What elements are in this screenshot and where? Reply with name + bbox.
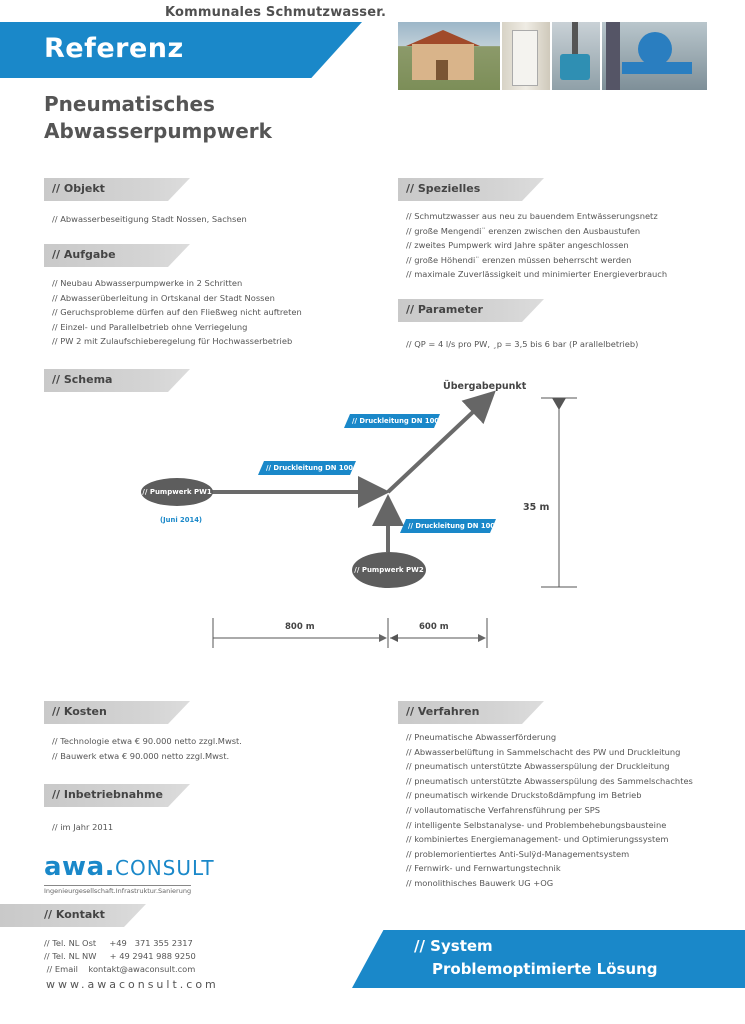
section-heading-label: // Inbetriebnahme [52, 788, 163, 801]
footer-banner-line1: // System [414, 937, 493, 955]
pipe-label-pw2: // Druckleitung DN 100 [400, 519, 496, 533]
list-item: // kombiniertes Energiemanagement- und O… [406, 834, 669, 845]
inbetriebnahme-text: // im Jahr 2011 [52, 820, 113, 835]
section-heading-kosten: // Kosten [44, 701, 190, 724]
list-item: // vollautomatische Verfahrensführung pe… [406, 804, 601, 815]
reference-banner-label: Referenz [44, 33, 184, 64]
list-item: // Einzel- und Parallelbetrieb ohne Verr… [52, 321, 248, 332]
list-item: // PW 2 mit Zulaufschieberegelung für Ho… [52, 336, 293, 347]
list-item: // intelligente Selbstanalyse- und Probl… [406, 819, 667, 830]
list-item: // Neubau Abwasserpumpwerke in 2 Schritt… [52, 278, 243, 288]
section-heading-label: // Aufgabe [52, 248, 116, 261]
pumpwerk-pw1: // Pumpwerk PW1 [141, 478, 213, 506]
pipe-label-pw1: // Druckleitung DN 100 [258, 461, 356, 475]
logo-tagline: Ingenieurgesellschaft.Infrastruktur.Sani… [44, 885, 192, 895]
pipeline-main [386, 390, 496, 494]
aufgabe-list: // Neubau Abwasserpumpwerke in 2 Schritt… [52, 276, 302, 349]
pumpwerk-pw2: // Pumpwerk PW2 [352, 552, 426, 588]
list-item: // große Mengendi¨ erenzen zwischen den … [406, 225, 641, 236]
objekt-text: // Abwasserbeseitigung Stadt Nossen, Sac… [52, 212, 247, 227]
footer-banner: // System Problemoptimierte Lösung [352, 930, 745, 988]
section-heading-label: // Schema [52, 373, 113, 386]
photo-valves [602, 22, 707, 90]
list-item: // Geruchsprobleme dürfen auf den Fließw… [52, 307, 302, 318]
section-heading-label: // Spezielles [406, 182, 481, 195]
list-item: // problemorientiertes Anti-Sulÿd-Manage… [406, 848, 630, 859]
photo-building [398, 22, 500, 90]
photo-compressor [552, 22, 600, 90]
page-title-line2: Abwasserpumpwerk [44, 119, 272, 143]
footer-banner-line2: Problemoptimierte Lösung [432, 960, 658, 978]
list-item: // im Jahr 2011 [52, 822, 114, 832]
category-label: Kommunales Schmutzwasser. [165, 5, 387, 20]
list-item: // Pneumatische Abwasserförderung [406, 732, 557, 742]
list-item: // zweites Pumpwerk wird Jahre später an… [406, 240, 629, 251]
list-item: // maximale Zuverlässigkeit und minimier… [406, 269, 668, 280]
page-title: Pneumatisches Abwasserpumpwerk [44, 91, 272, 145]
company-logo: awa.CONSULT Ingenieurgesellschaft.Infras… [44, 852, 215, 895]
list-item: // QP = 4 l/s pro PW, ¸p = 3,5 bis 6 bar… [406, 339, 639, 349]
photo-control-cabinet [502, 22, 550, 90]
verfahren-list: // Pneumatische Abwasserförderung // Abw… [406, 730, 693, 891]
section-heading-label: // Kontakt [44, 908, 105, 921]
list-item: // Schmutzwasser aus neu zu bauendem Ent… [406, 211, 658, 221]
section-heading-label: // Verfahren [406, 705, 480, 718]
list-item: // Abwasserbelüftung in Sammelschacht de… [406, 746, 681, 757]
section-heading-objekt: // Objekt [44, 178, 190, 201]
contact-phone-ost: // Tel. NL Ost +49 371 355 2317 [44, 938, 193, 948]
list-item: // pneumatisch unterstützte Abwasserspül… [406, 761, 670, 772]
section-heading-label: // Kosten [52, 705, 107, 718]
section-heading-spezielles: // Spezielles [398, 178, 544, 201]
contact-email: // Email kontakt@awaconsult.com [44, 964, 196, 974]
list-item: // pneumatisch wirkende Druckstoßdämpfun… [406, 790, 642, 801]
website-link[interactable]: www.awaconsult.com [46, 978, 219, 991]
section-heading-kontakt: // Kontakt [0, 904, 146, 927]
list-item: // monolithisches Bauwerk UG +OG [406, 877, 554, 888]
logo-consult: CONSULT [115, 856, 215, 880]
list-item: // Technologie etwa € 90.000 netto zzgl.… [52, 736, 242, 746]
list-item: // Abwasserüberleitung in Ortskanal der … [52, 292, 275, 303]
list-item: // große Höhendi¨ erenzen müssen beherrs… [406, 254, 632, 265]
distance-label-800: 800 m [285, 622, 315, 632]
transfer-point-label: Übergabepunkt [443, 381, 527, 392]
section-heading-label: // Objekt [52, 182, 105, 195]
contact-list: // Tel. NL Ost +49 371 355 2317 // Tel. … [44, 937, 196, 976]
section-heading-parameter: // Parameter [398, 299, 544, 322]
pw1-date: (Juni 2014) [160, 516, 203, 524]
contact-phone-nw: // Tel. NL NW + 49 2941 988 9250 [44, 951, 196, 961]
section-heading-verfahren: // Verfahren [398, 701, 544, 724]
height-arrow-top [552, 398, 566, 410]
pipe-label-main: // Druckleitung DN 100 [344, 414, 440, 428]
spezielles-list: // Schmutzwasser aus neu zu bauendem Ent… [406, 209, 667, 282]
section-heading-inbetriebnahme: // Inbetriebnahme [44, 784, 190, 807]
page-title-line1: Pneumatisches [44, 92, 215, 116]
parameter-text: // QP = 4 l/s pro PW, ¸p = 3,5 bis 6 bar… [406, 337, 638, 352]
section-heading-label: // Parameter [406, 303, 483, 316]
distance-label-600: 600 m [419, 622, 449, 632]
list-item: // pneumatisch unterstützte Abwasserspül… [406, 775, 693, 786]
list-item: // Abwasserbeseitigung Stadt Nossen, Sac… [52, 214, 247, 224]
kosten-list: // Technologie etwa € 90.000 netto zzgl.… [52, 734, 242, 763]
reference-banner: Referenz [0, 22, 362, 78]
section-heading-aufgabe: // Aufgabe [44, 244, 190, 267]
list-item: // Bauwerk etwa € 90.000 netto zzgl.Mwst… [52, 750, 230, 761]
list-item: // Fernwirk- und Fernwartungstechnik [406, 863, 561, 874]
height-label: 35 m [523, 502, 550, 513]
logo-awa: awa. [44, 852, 115, 882]
section-heading-schema: // Schema [44, 369, 190, 392]
